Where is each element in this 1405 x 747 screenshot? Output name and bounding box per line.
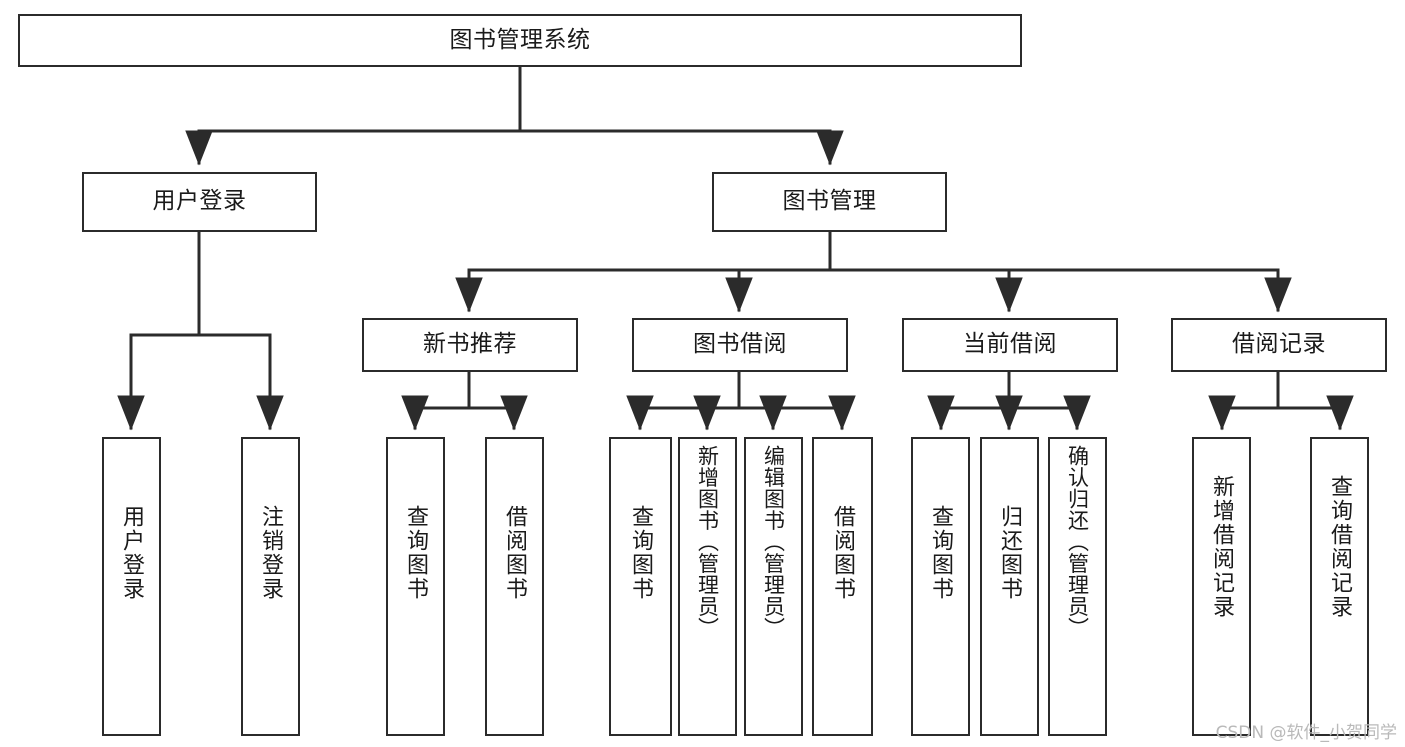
- node-leaf-query-borrow-record[interactable]: 查询借阅记录: [1310, 437, 1369, 736]
- node-leaf-borrow-book-new[interactable]: 借阅图书: [485, 437, 544, 736]
- node-leaf-confirm-return-admin[interactable]: 确认归还（管理员）: [1048, 437, 1107, 736]
- node-leaf-borrow-book-label: 借阅图书: [830, 505, 856, 601]
- node-leaf-logout-label: 注销登录: [258, 505, 284, 601]
- node-leaf-add-book-admin-label: 新增图书（管理员）: [695, 445, 720, 639]
- node-user-login[interactable]: 用户登录: [82, 172, 317, 232]
- node-leaf-return-book[interactable]: 归还图书: [980, 437, 1039, 736]
- node-leaf-query-book-new-label: 查询图书: [403, 505, 429, 601]
- node-current-borrow-label: 当前借阅: [963, 331, 1057, 358]
- node-leaf-add-borrow-record-label: 新增借阅记录: [1209, 475, 1235, 619]
- node-leaf-edit-book-admin-label: 编辑图书（管理员）: [761, 445, 786, 639]
- node-leaf-query-book-new[interactable]: 查询图书: [386, 437, 445, 736]
- node-leaf-add-borrow-record[interactable]: 新增借阅记录: [1192, 437, 1251, 736]
- node-book-management-label: 图书管理: [782, 188, 877, 215]
- node-new-book-recommend-label: 新书推荐: [423, 331, 517, 358]
- node-leaf-query-borrow-record-label: 查询借阅记录: [1327, 475, 1353, 619]
- node-leaf-borrow-book-new-label: 借阅图书: [502, 505, 528, 601]
- node-leaf-add-book-admin[interactable]: 新增图书（管理员）: [678, 437, 737, 736]
- node-leaf-user-login-label: 用户登录: [119, 505, 145, 601]
- node-leaf-query-book-current[interactable]: 查询图书: [911, 437, 970, 736]
- node-borrow-record-label: 借阅记录: [1232, 331, 1326, 358]
- node-leaf-user-login[interactable]: 用户登录: [102, 437, 161, 736]
- node-leaf-query-book-current-label: 查询图书: [928, 505, 954, 601]
- node-leaf-query-book-borrow-label: 查询图书: [628, 505, 654, 601]
- node-leaf-borrow-book[interactable]: 借阅图书: [812, 437, 873, 736]
- node-user-login-label: 用户登录: [152, 188, 247, 215]
- node-root-system-label: 图书管理系统: [449, 26, 591, 53]
- node-leaf-confirm-return-admin-label: 确认归还（管理员）: [1065, 445, 1090, 639]
- node-root-system[interactable]: 图书管理系统: [18, 14, 1022, 67]
- node-new-book-recommend[interactable]: 新书推荐: [362, 318, 578, 372]
- node-leaf-return-book-label: 归还图书: [997, 505, 1023, 601]
- node-book-management[interactable]: 图书管理: [712, 172, 947, 232]
- node-current-borrow[interactable]: 当前借阅: [902, 318, 1118, 372]
- node-book-borrow-label: 图书借阅: [693, 331, 787, 358]
- node-borrow-record[interactable]: 借阅记录: [1171, 318, 1387, 372]
- node-leaf-logout[interactable]: 注销登录: [241, 437, 300, 736]
- node-book-borrow[interactable]: 图书借阅: [632, 318, 848, 372]
- node-leaf-edit-book-admin[interactable]: 编辑图书（管理员）: [744, 437, 803, 736]
- csdn-watermark: CSDN @软件_小贺同学: [1215, 723, 1397, 743]
- node-leaf-query-book-borrow[interactable]: 查询图书: [609, 437, 672, 736]
